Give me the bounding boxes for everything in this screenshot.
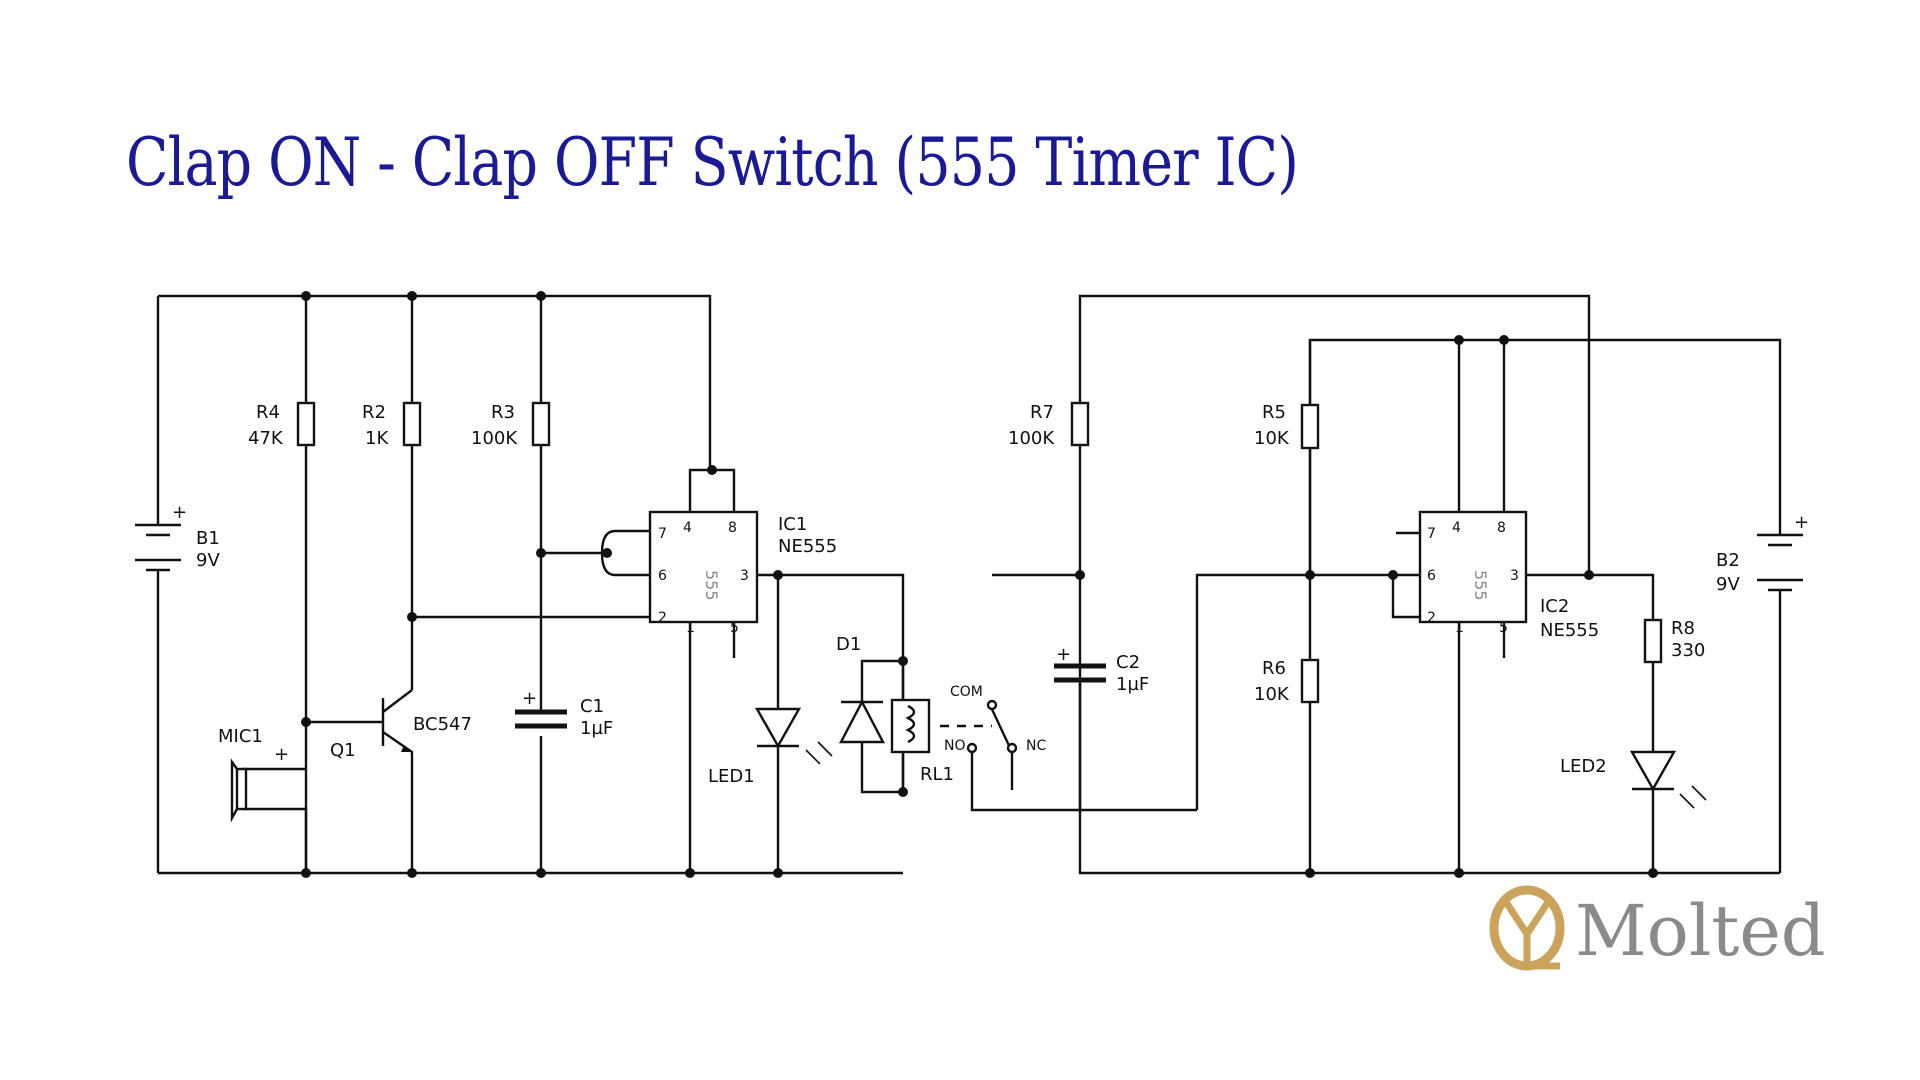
ic1-pin7: 7 (658, 526, 667, 542)
ic2-output-wire (1526, 573, 1655, 620)
r3-value: 100K (471, 428, 518, 449)
ic2-pin8: 8 (1497, 520, 1506, 536)
resistor-r6: R6 10K (1254, 575, 1320, 873)
resistor-r2: R2 1K (362, 296, 422, 690)
ic1-pin5: 5 (730, 620, 739, 636)
c2-plus: + (1056, 644, 1071, 665)
ic2-pin3: 3 (1510, 568, 1519, 584)
right-junctions (1075, 335, 1658, 878)
b1-ref: B1 (196, 528, 220, 549)
resistor-r5: R5 10K (1254, 340, 1320, 575)
rl1-ref: RL1 (920, 764, 954, 785)
d1-ref: D1 (836, 634, 861, 655)
b2-ref: B2 (1716, 550, 1740, 571)
rl1-com: COM (950, 684, 983, 700)
c2-ref: C2 (1116, 652, 1140, 673)
mic1-plus: + (274, 744, 289, 765)
ic2-pin6: 6 (1427, 568, 1436, 584)
microphone-mic1: MIC1 + (218, 726, 308, 873)
left-junctions (301, 291, 908, 878)
ml-monogram-icon (1489, 885, 1565, 971)
led-led1: LED1 (708, 575, 833, 873)
ic1-pin6: 6 (658, 568, 667, 584)
molted-logo: Molted (1489, 885, 1826, 972)
r8-ref: R8 (1671, 618, 1695, 639)
c1-plus: + (522, 688, 537, 709)
ic2-ref: IC2 (1540, 596, 1569, 617)
b2-value: 9V (1716, 574, 1740, 595)
ic1-chip-name: 555 (702, 570, 721, 601)
diode-d1: D1 (836, 634, 903, 794)
r6-value: 10K (1254, 684, 1290, 705)
ic2-pin6-2-wire (1391, 573, 1420, 619)
r4-value: 47K (248, 428, 284, 449)
ic2-chip-name: 555 (1471, 570, 1490, 601)
ic2-pin4: 4 (1452, 520, 1461, 536)
relay-rl1-contacts: COM NO NC (944, 573, 1197, 812)
ic1-value: NE555 (778, 536, 837, 557)
resistor-r3: R3 100K (471, 296, 551, 873)
mic1-ref: MIC1 (218, 726, 263, 747)
r2-ref: R2 (362, 402, 386, 423)
page-title: Clap ON - Clap OFF Switch (555 Timer IC) (126, 124, 1299, 201)
logo-text: Molted (1575, 890, 1826, 972)
ic1-reset-vcc-wire (688, 468, 736, 512)
resistor-r4: R4 47K (248, 296, 316, 873)
led-led2: LED2 (1560, 750, 1707, 873)
ic1-555: 4 8 7 6 3 2 1 5 555 IC1 NE555 (648, 510, 837, 636)
capacitor-c1: + C1 1µF (515, 688, 613, 739)
ic2-reset-vcc-wire (1457, 340, 1506, 512)
ic1-pin3: 3 (740, 568, 749, 584)
c2-value: 1µF (1116, 674, 1149, 695)
battery-b1: + B1 9V (135, 296, 220, 873)
ic2-pin7: 7 (1427, 526, 1436, 542)
ic1-ref: IC1 (778, 514, 807, 535)
r5-ref: R5 (1262, 402, 1286, 423)
capacitor-c2: + C2 1µF (1054, 644, 1149, 695)
relay-rl1-coil: RL1 (890, 661, 992, 792)
r7-ref: R7 (1030, 402, 1054, 423)
r6-ref: R6 (1262, 658, 1286, 679)
ic1-pin4: 4 (683, 520, 692, 536)
left-circuit: + B1 9V R4 47K R2 1K R3 100K + (135, 291, 1197, 878)
r3-ref: R3 (491, 402, 515, 423)
ic2-pin1: 1 (1455, 620, 1464, 636)
led1-ref: LED1 (708, 766, 755, 787)
right-left-signal-wire (1195, 573, 1393, 810)
right-bottom-rail (1078, 680, 1780, 875)
resistor-r7: R7 100K (1008, 401, 1090, 449)
ic2-value: NE555 (1540, 620, 1599, 641)
ic1-pin2: 2 (658, 610, 667, 626)
q1-ref: Q1 (330, 740, 356, 761)
ic2-555: 4 8 7 6 3 2 1 5 555 IC2 NE555 (1418, 510, 1599, 641)
ic2-pin2: 2 (1427, 610, 1436, 626)
right-circuit: R7 100K + C2 1µF R5 10K R6 10K (1008, 294, 1809, 878)
ic1-pin8: 8 (728, 520, 737, 536)
b1-plus: + (172, 502, 187, 523)
transistor-q1: Q1 BC547 (306, 689, 472, 873)
r4-ref: R4 (256, 402, 280, 423)
r2-value: 1K (365, 428, 389, 449)
rl1-nc: NC (1026, 738, 1046, 754)
ic1-pin7-6-wire (541, 529, 650, 577)
rl1-no: NO (944, 738, 966, 754)
c1-value: 1µF (580, 718, 613, 739)
battery-b2: + B2 9V (1716, 512, 1809, 595)
q1-value: BC547 (413, 714, 472, 735)
r5-value: 10K (1254, 428, 1290, 449)
r7-value: 100K (1008, 428, 1055, 449)
r8-value: 330 (1671, 640, 1705, 661)
ic1-pin1: 1 (686, 620, 695, 636)
b1-value: 9V (196, 550, 220, 571)
led2-ref: LED2 (1560, 756, 1607, 777)
c1-ref: C1 (580, 696, 604, 717)
b2-plus: + (1794, 512, 1809, 533)
left-top-rail (158, 294, 712, 470)
resistor-r8: R8 330 (1643, 618, 1705, 752)
ic2-pin5: 5 (1499, 620, 1508, 636)
